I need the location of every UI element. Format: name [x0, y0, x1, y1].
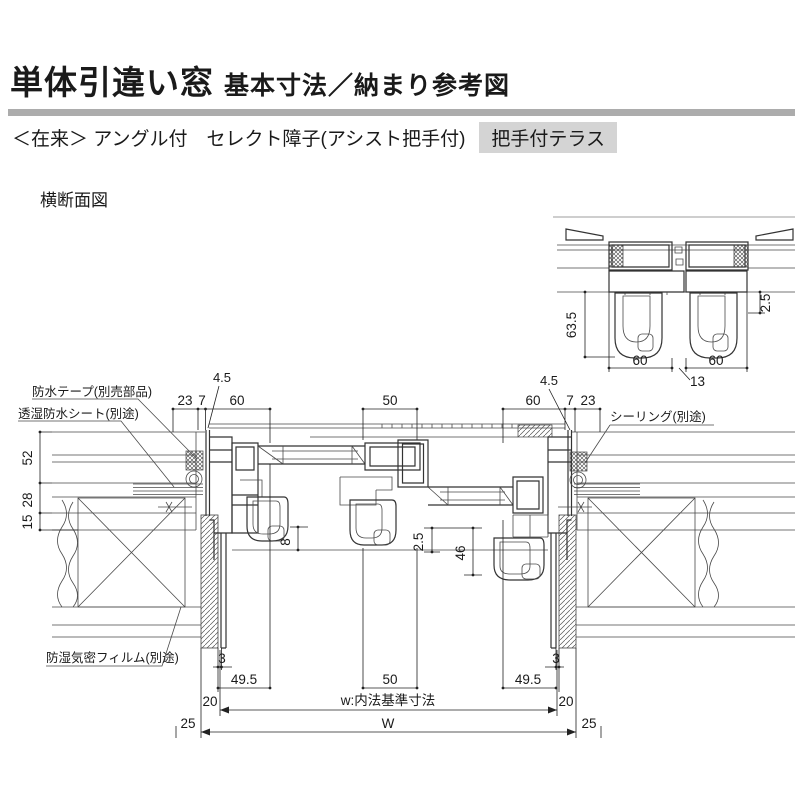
- terrace-type-tag: 把手付テラス: [479, 122, 618, 153]
- dim-60-right: 60: [525, 393, 540, 408]
- label-sealing: シーリング(別途): [610, 409, 706, 424]
- dim-3-left: 3: [218, 651, 226, 666]
- dim-8: 8: [278, 538, 293, 546]
- label-waterproof-tape: 防水テープ(別売部品): [32, 384, 152, 399]
- dim-60-left: 60: [229, 393, 244, 408]
- dim-20-left: 20: [202, 694, 217, 709]
- detail-dim-13: 13: [690, 374, 705, 389]
- dim-49-5-right: 49.5: [515, 672, 541, 687]
- dim-28: 28: [20, 492, 35, 507]
- detail-dim-height: 63.5: [564, 312, 579, 338]
- dim-46: 46: [453, 545, 468, 560]
- dim-25-left: 25: [180, 716, 195, 731]
- left-jamb: [133, 430, 233, 649]
- dim-23-left: 23: [177, 393, 192, 408]
- backer-rod-left: [185, 470, 203, 488]
- title-sub: 基本寸法／納まり参考図: [224, 72, 511, 100]
- dim-4-5-left: 4.5: [213, 370, 231, 385]
- dim-w-outer: W: [382, 716, 395, 731]
- dim-15: 15: [20, 514, 35, 529]
- dim-20-right: 20: [558, 694, 573, 709]
- dim-2-5-mid: 2.5: [411, 533, 426, 552]
- waterproof-tape-hatch: [185, 450, 204, 471]
- title-divider-bar: [8, 109, 795, 116]
- title-main: 単体引違い窓: [10, 64, 214, 101]
- backer-rod-right: [569, 471, 587, 489]
- dimension-lines: [38, 385, 602, 738]
- detail-dim-gap: 2.5: [758, 294, 773, 313]
- dim-4-5-right: 4.5: [540, 373, 558, 388]
- detail-dim-60-left: 60: [632, 353, 647, 368]
- inner-sash: [397, 439, 549, 581]
- dim-52: 52: [20, 450, 35, 465]
- dim-49-5-left: 49.5: [231, 672, 257, 687]
- dim-50-top: 50: [382, 393, 397, 408]
- meeting-stile-detail: 63.5 2.5 60 60 13: [553, 216, 795, 389]
- outer-sash: [231, 442, 421, 546]
- dim-3-right: 3: [552, 651, 560, 666]
- right-wall: [558, 431, 795, 649]
- dim-25-right: 25: [581, 716, 596, 731]
- annotation-leaders: [18, 398, 714, 667]
- dim-7-right: 7: [566, 393, 574, 408]
- dim-23-right: 23: [580, 393, 595, 408]
- spec-variant-text: ＜在来＞ アングル付 セレクト障子(アシスト把手付): [12, 129, 466, 150]
- section-label: 横断面図: [40, 191, 108, 210]
- detail-dim-60-right: 60: [708, 353, 723, 368]
- right-jamb: [547, 430, 640, 649]
- dim-7-left: 7: [198, 393, 206, 408]
- label-dampproof-film: 防湿気密フィルム(別途): [46, 650, 179, 665]
- dim-w-inner: w:内法基準寸法: [340, 692, 436, 708]
- dim-50-bottom: 50: [382, 672, 397, 687]
- sealing-hatch: [569, 451, 588, 472]
- spec-subtitle: ＜在来＞ アングル付 セレクト障子(アシスト把手付) 把手付テラス: [12, 122, 618, 153]
- label-moisture-sheet: 透湿防水シート(別途): [18, 406, 139, 421]
- page-title: 単体引違い窓 基本寸法／納まり参考図: [10, 56, 510, 104]
- main-cross-section: 4.5 23 7 60 50 60 7 23 4.5 52 28 15 8 2.…: [18, 370, 795, 738]
